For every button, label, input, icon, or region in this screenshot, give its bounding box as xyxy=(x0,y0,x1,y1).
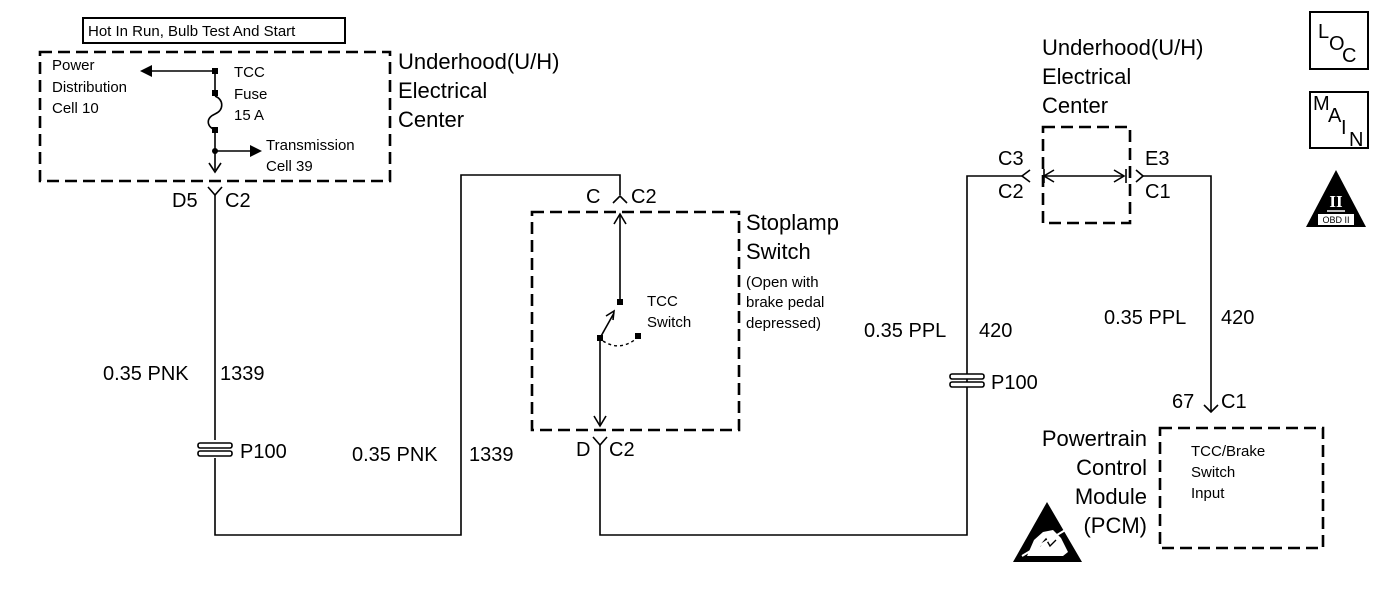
pcm-title-4: (PCM) xyxy=(1083,513,1147,538)
loc-icon: L O C xyxy=(1309,11,1369,70)
wire-pnk-mid-circuit: 1339 xyxy=(469,444,514,466)
tcc-switch-label-1: TCC xyxy=(647,293,678,310)
connector-d5-conn: C2 xyxy=(225,190,251,212)
pcm-title-2: Control xyxy=(1076,455,1147,480)
pcm-input-label-1: TCC/Brake xyxy=(1191,443,1265,460)
main-icon: M A I N xyxy=(1309,91,1369,151)
stoplamp-top-conn: C2 xyxy=(631,186,657,208)
arrow-right-icon xyxy=(1113,169,1126,183)
uh-right-title-2: Electrical xyxy=(1042,64,1131,89)
stoplamp-note-2: brake pedal xyxy=(746,294,824,311)
loc-icon-l: L xyxy=(1318,21,1329,43)
splice-left-label: P100 xyxy=(240,441,287,463)
fuse-label-1: TCC xyxy=(234,64,265,81)
obd-icon-label: OBD II xyxy=(1322,215,1349,225)
esd-sensitive-icon xyxy=(1013,502,1082,562)
arrow-right-icon xyxy=(250,145,262,157)
uh-right-e3: E3 xyxy=(1145,148,1169,170)
arrow-up-icon xyxy=(613,212,627,225)
power-dist-label-1: Power xyxy=(52,57,95,74)
arrow-left-icon xyxy=(140,65,152,77)
stoplamp-bottom-pin: D xyxy=(576,439,590,461)
pcm-module: Powertrain Control Module (PCM) TCC/Brak… xyxy=(1013,426,1325,562)
obd-ii-icon: II OBD II xyxy=(1306,170,1366,227)
wire-pnk-mid-size: 0.35 PNK xyxy=(352,444,438,466)
wire-ppl-left-size: 0.35 PPL xyxy=(864,320,946,342)
fuse-icon xyxy=(207,95,223,131)
wire-pnk-left-circuit: 1339 xyxy=(220,363,265,385)
uh-right-c3: C3 xyxy=(998,148,1024,170)
stoplamp-bottom-conn: C2 xyxy=(609,439,635,461)
splice-right-label: P100 xyxy=(991,372,1038,394)
pcm-input-label-2: Switch xyxy=(1191,464,1235,481)
stoplamp-title-2: Switch xyxy=(746,239,811,264)
wire-pnk-loop xyxy=(214,174,621,536)
uh-left-title-1: Underhood(U/H) xyxy=(398,49,559,74)
main-icon-i: I xyxy=(1341,117,1347,139)
transmission-label-1: Transmission xyxy=(266,137,355,154)
stoplamp-top-pin: C xyxy=(586,186,600,208)
main-icon-a: A xyxy=(1328,105,1342,127)
pcm-connector: 67 C1 xyxy=(1172,391,1247,414)
pcm-connector-pin: 67 xyxy=(1172,391,1194,413)
arrow-left-icon xyxy=(1042,169,1055,183)
stoplamp-note-1: (Open with xyxy=(746,274,819,291)
pcm-title-1: Powertrain xyxy=(1042,426,1147,451)
header-label-box: Hot In Run, Bulb Test And Start xyxy=(82,17,346,44)
splice-p100-right: P100 xyxy=(949,372,1038,394)
stoplamp-switch: C C2 Stoplamp Switch (Open with brake pe… xyxy=(530,186,839,461)
power-dist-label-3: Cell 10 xyxy=(52,100,99,117)
transmission-label-2: Cell 39 xyxy=(266,158,313,175)
wire-ppl-left-circuit: 420 xyxy=(979,320,1012,342)
pcm-connector-conn: C1 xyxy=(1221,391,1247,413)
splice-p100-left: P100 xyxy=(197,441,287,463)
wire-ppl-right xyxy=(1143,175,1212,412)
switch-throw-arc xyxy=(602,337,638,347)
pcm-input-label-3: Input xyxy=(1191,485,1225,502)
uh-left-title-3: Center xyxy=(398,107,464,132)
uh-center-right: Underhood(U/H) Electrical Center C3 C2 E… xyxy=(998,35,1203,225)
uh-center-left: Underhood(U/H) Electrical Center Power D… xyxy=(38,49,559,183)
tcc-switch-label-2: Switch xyxy=(647,314,691,331)
uh-right-title-1: Underhood(U/H) xyxy=(1042,35,1203,60)
loc-icon-o: O xyxy=(1329,33,1345,55)
wire-ppl-left xyxy=(599,175,1022,536)
fuse-label-3: 15 A xyxy=(234,107,264,124)
uh-right-title-3: Center xyxy=(1042,93,1108,118)
fuse-label-2: Fuse xyxy=(234,86,267,103)
stoplamp-title-1: Stoplamp xyxy=(746,210,839,235)
loc-icon-c: C xyxy=(1342,45,1356,67)
arrow-down-icon xyxy=(208,162,222,174)
wire-ppl-right-circuit: 420 xyxy=(1221,307,1254,329)
main-icon-n: N xyxy=(1349,129,1363,151)
uh-right-c2: C2 xyxy=(998,181,1024,203)
power-dist-label-2: Distribution xyxy=(52,79,127,96)
wire-ppl-right-size: 0.35 PPL xyxy=(1104,307,1186,329)
pcm-title-3: Module xyxy=(1075,484,1147,509)
uh-right-c1: C1 xyxy=(1145,181,1171,203)
uh-left-title-2: Electrical xyxy=(398,78,487,103)
connector-d5-pin: D5 xyxy=(172,190,198,212)
arrow-down-icon xyxy=(593,415,607,428)
main-icon-m: M xyxy=(1313,93,1330,115)
obd-icon-numeral: II xyxy=(1329,192,1343,211)
header-label: Hot In Run, Bulb Test And Start xyxy=(88,23,296,40)
connector-d5-c2: D5 C2 xyxy=(172,186,251,212)
wire-pnk-left-size: 0.35 PNK xyxy=(103,363,189,385)
stoplamp-note-3: depressed) xyxy=(746,315,821,332)
